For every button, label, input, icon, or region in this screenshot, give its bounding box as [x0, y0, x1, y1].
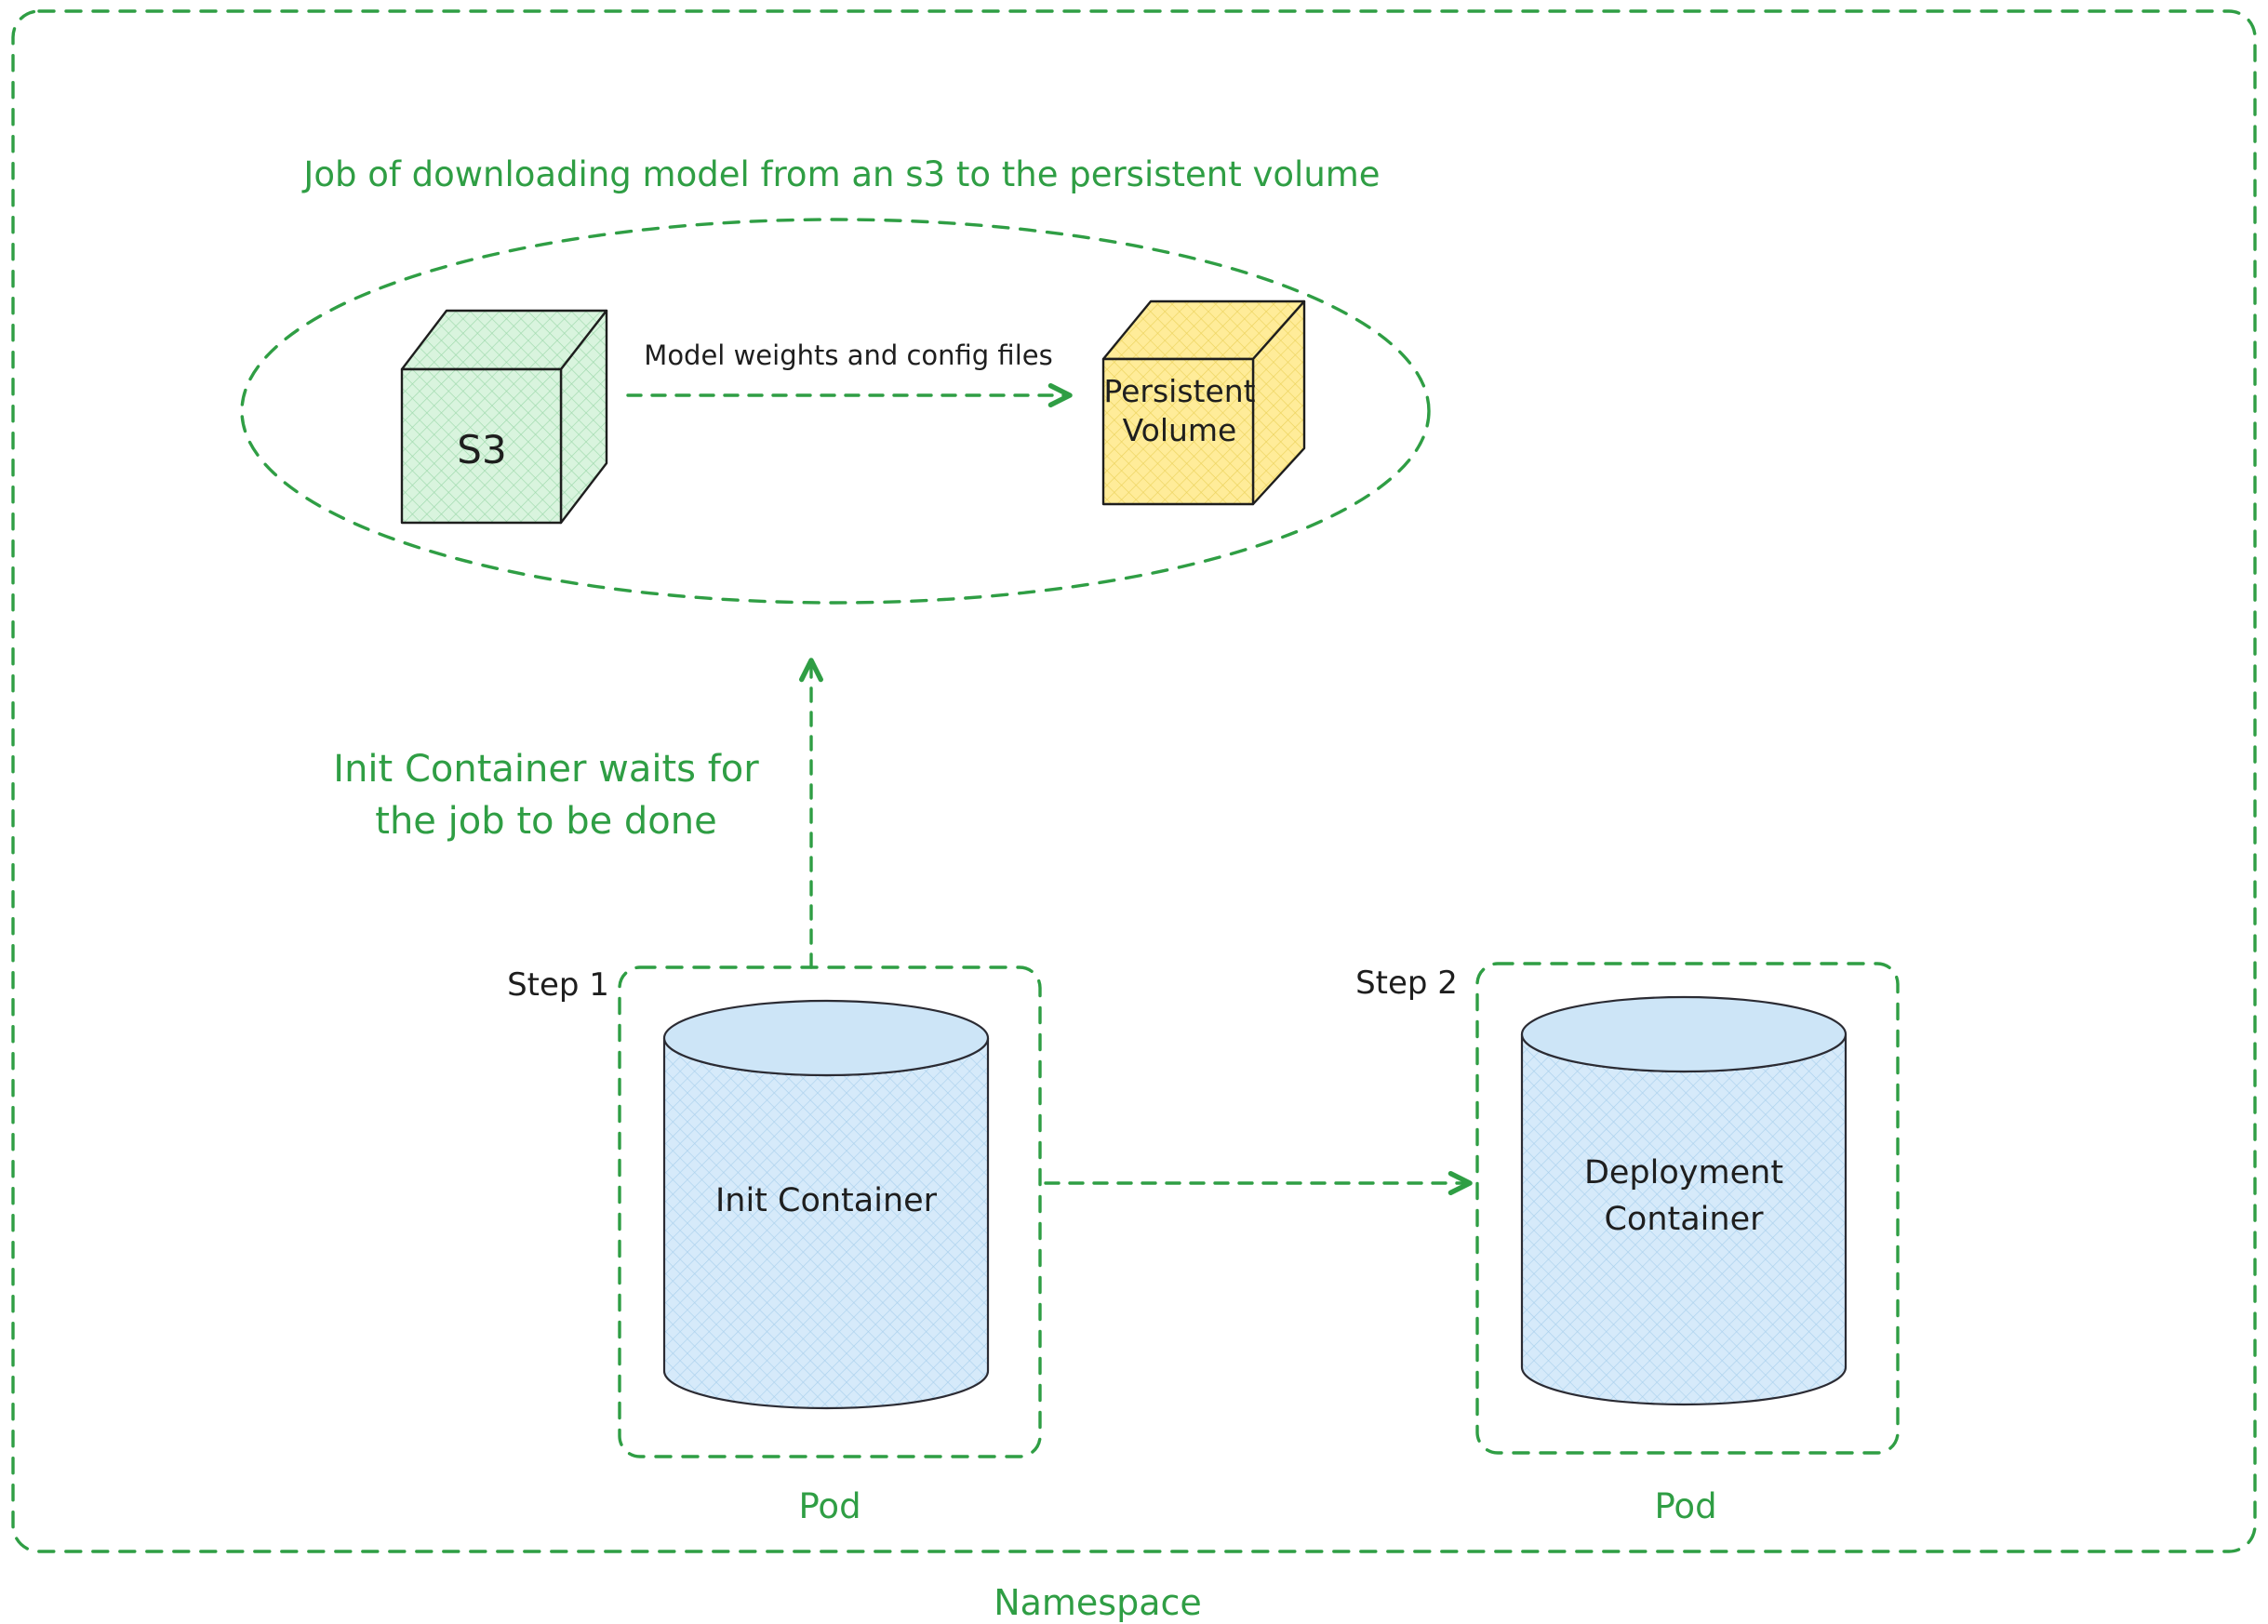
init-container-top — [662, 999, 990, 1077]
init-container-cylinder: Init Container — [662, 999, 990, 1410]
deployment-container-cylinder: Deployment Container — [1520, 995, 1848, 1406]
wait-note-line1: Init Container waits for — [333, 748, 759, 791]
pod2-caption: Pod — [1654, 1486, 1716, 1526]
init-container-label: Init Container — [715, 1182, 938, 1219]
step2-label: Step 2 — [1355, 965, 1458, 1002]
s3-label: S3 — [457, 427, 506, 473]
pv-label-line2: Volume — [1123, 412, 1237, 448]
wait-note-line2: the job to be done — [375, 800, 716, 843]
deployment-container-label-line1: Deployment — [1584, 1154, 1783, 1191]
transfer-arrow-label: Model weights and config files — [644, 339, 1052, 371]
pv-cube-front-face — [1101, 357, 1255, 506]
deployment-container-label-line2: Container — [1604, 1201, 1764, 1238]
init-container-body — [662, 1036, 990, 1410]
pod1-boundary — [618, 965, 1042, 1458]
pv-label-line1: Persistent — [1103, 373, 1255, 409]
deployment-container-top — [1520, 995, 1848, 1073]
s3-cube: S3 — [400, 309, 608, 525]
pod2-boundary — [1475, 962, 1900, 1455]
namespace-boundary — [11, 9, 2257, 1553]
step1-label: Step 1 — [507, 966, 609, 1004]
persistent-volume-cube: Persistent Volume — [1101, 300, 1306, 506]
job-ellipse — [240, 218, 1431, 605]
job-title: Job of downloading model from an s3 to t… — [301, 154, 1380, 194]
s3-cube-front-face — [400, 367, 563, 525]
namespace-caption: Namespace — [994, 1582, 1202, 1623]
pod1-caption: Pod — [798, 1486, 861, 1526]
